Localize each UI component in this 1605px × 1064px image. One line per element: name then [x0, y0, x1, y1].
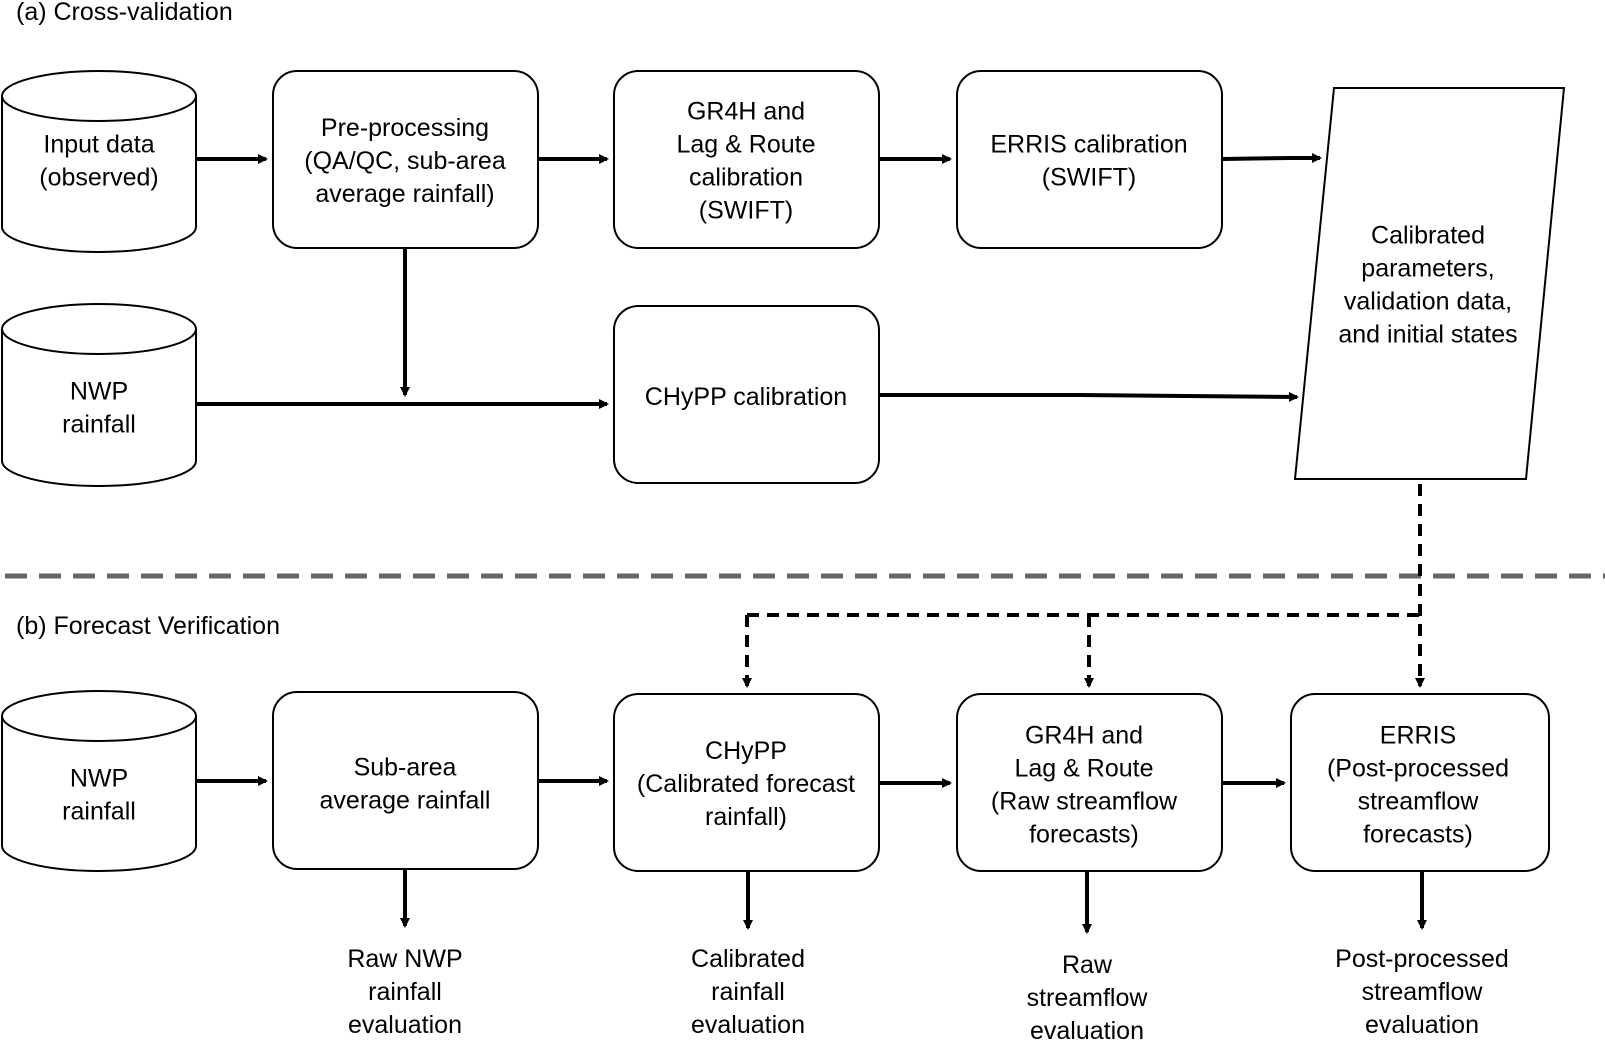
text-line: parameters, [1361, 255, 1494, 283]
arrow-chypp-to-calibrated-parameters [879, 391, 1299, 402]
text-line: Calibrated [1371, 222, 1485, 250]
postprocessed-evaluation-label: Post-processed streamflow evaluation [1335, 945, 1509, 1039]
text-line: evaluation [1365, 1011, 1479, 1039]
text-line: (SWIFT) [699, 197, 793, 225]
text-line: (observed) [39, 164, 159, 192]
erris-forecast-label: ERRIS (Post-processed streamflow forecasts) [1327, 722, 1509, 849]
text-line: streamflow [1358, 788, 1480, 816]
text-line: forecasts) [1363, 821, 1473, 849]
text-line: ERRIS [1380, 722, 1456, 750]
text-line: GR4H and [1025, 722, 1143, 750]
text-line: forecasts) [1029, 821, 1139, 849]
text-line: evaluation [691, 1011, 805, 1039]
chypp-forecast-label: CHyPP (Calibrated forecast rainfall) [637, 737, 855, 831]
section-title-forecast-verification: (b) Forecast Verification [16, 612, 280, 640]
text-line: rainfall [368, 978, 442, 1006]
erris-calibration-label: ERRIS calibration (SWIFT) [990, 131, 1187, 192]
text-line: Post-processed [1335, 945, 1509, 973]
text-line: rainfall [62, 411, 136, 439]
text-line: average rainfall) [315, 180, 494, 208]
calibrated-rainfall-evaluation-label: Calibrated rainfall evaluation [691, 945, 805, 1039]
text-line: Lag & Route [1015, 755, 1154, 783]
raw-nwp-evaluation-label: Raw NWP rainfall evaluation [347, 945, 462, 1039]
text-line: Pre-processing [321, 114, 489, 142]
nwp-rainfall-database-shape-b [1, 690, 197, 872]
input-data-database-shape [1, 70, 197, 253]
nwp-rainfall-label-a: NWP rainfall [62, 378, 136, 439]
text-line: (Post-processed [1327, 755, 1509, 783]
text-line: rainfall [711, 978, 785, 1006]
raw-streamflow-evaluation-label: Raw streamflow evaluation [1027, 951, 1149, 1045]
text-line: rainfall) [705, 803, 787, 831]
text-line: CHyPP calibration [645, 383, 847, 411]
text-line: calibration [689, 164, 803, 192]
text-line: (Raw streamflow [991, 788, 1178, 816]
text-line: (Calibrated forecast [637, 770, 855, 798]
nwp-rainfall-label-b: NWP rainfall [62, 765, 136, 826]
text-line: streamflow [1027, 984, 1149, 1012]
preprocessing-label: Pre-processing (QA/QC, sub-area average ra… [304, 114, 506, 208]
text-line: (SWIFT) [1042, 164, 1136, 192]
text-line: evaluation [1030, 1017, 1144, 1045]
chypp-calibration-label: CHyPP calibration [645, 383, 847, 411]
text-line: streamflow [1362, 978, 1484, 1006]
text-line: Raw NWP [347, 945, 462, 973]
text-line: validation data, [1344, 288, 1512, 316]
text-line: (QA/QC, sub-area [304, 147, 506, 175]
arrow-erris-to-calibrated-parameters [1221, 153, 1322, 163]
subarea-rainfall-label: Sub-area average rainfall [320, 754, 491, 815]
text-line: CHyPP [705, 737, 787, 765]
text-line: Calibrated [691, 945, 805, 973]
calibrated-parameters-label: Calibrated parameters, validation data, and… [1338, 222, 1517, 349]
text-line: Input data [43, 131, 154, 159]
section-title-cross-validation: (a) Cross-validation [16, 0, 233, 26]
input-data-label: Input data (observed) [39, 131, 159, 192]
text-line: average rainfall [320, 787, 491, 815]
text-line: NWP [70, 378, 128, 406]
text-line: Sub-area [354, 754, 457, 782]
nwp-rainfall-database-shape-a [1, 303, 197, 487]
text-line: and initial states [1338, 321, 1517, 349]
calibrated-parameters-shape [1293, 87, 1566, 480]
text-line: Raw [1062, 951, 1113, 979]
text-line: rainfall [62, 798, 136, 826]
erris-calibration-box [956, 70, 1223, 249]
text-line: evaluation [348, 1011, 462, 1039]
text-line: ERRIS calibration [990, 131, 1187, 159]
text-line: GR4H and [687, 98, 805, 126]
text-line: Lag & Route [677, 131, 816, 159]
text-line: NWP [70, 765, 128, 793]
